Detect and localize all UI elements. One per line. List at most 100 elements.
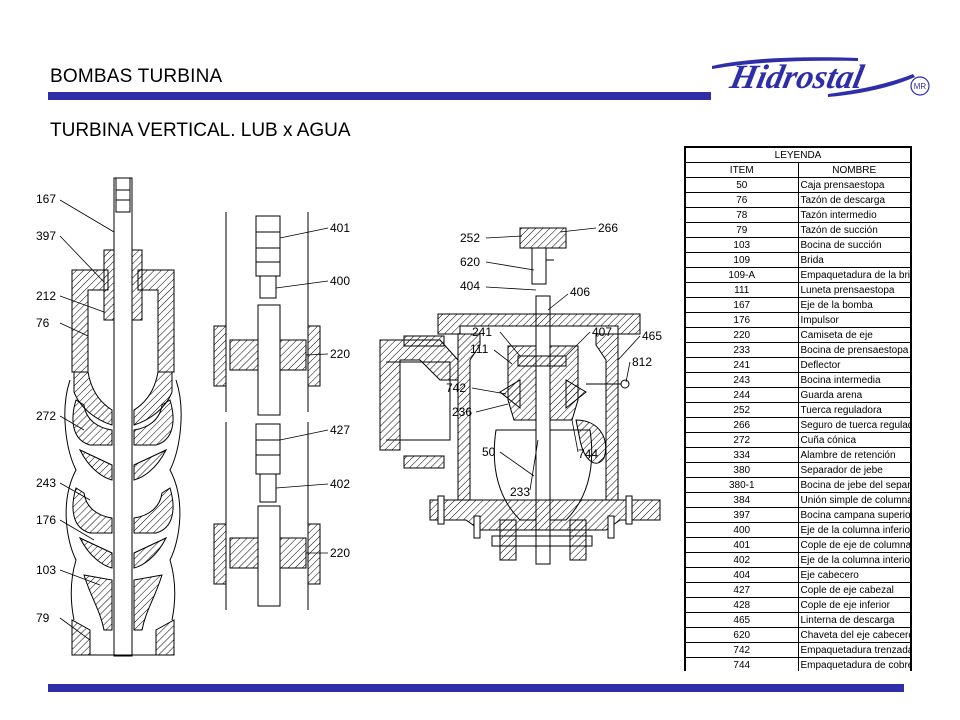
legend-item-name: Bocina de prensaestopa	[797, 342, 911, 358]
footer-rule	[48, 684, 904, 692]
part-label: 252	[460, 231, 480, 245]
legend-item-number: 109-A	[685, 267, 799, 283]
legend-item-number: 402	[685, 552, 799, 568]
part-label: 220	[330, 347, 350, 361]
legend-item-name: Cople de eje de columna	[797, 537, 911, 553]
part-label: 407	[592, 325, 612, 339]
part-label: 404	[460, 279, 480, 293]
legend-item-name: Eje cabecero	[797, 567, 911, 583]
legend-header-row: ITEM NOMBRE	[685, 162, 911, 178]
legend-item-number: 244	[685, 387, 799, 403]
legend-item-number: 233	[685, 342, 799, 358]
hidrostal-logo: Hidrostal MR	[712, 57, 930, 97]
part-label: 406	[570, 285, 590, 299]
legend-item-name: Tazón de descarga	[797, 192, 911, 208]
legend-item-name: Cople de eje cabezal	[797, 582, 911, 598]
part-label: 50	[482, 445, 496, 459]
legend-item-number: 167	[685, 297, 799, 313]
part-label: 620	[460, 255, 480, 269]
part-label: 401	[330, 221, 350, 235]
discharge-head-drawing	[379, 227, 661, 565]
legend-item-name: Deflector	[797, 357, 911, 373]
trademark-mark: MR	[914, 82, 927, 91]
part-label: 266	[598, 221, 618, 235]
legend-item-name: Caja prensaestopa	[797, 177, 911, 193]
legend-item-number: 76	[685, 192, 799, 208]
legend-item-name: Empaquetadura trenzada	[797, 642, 911, 658]
page-subtitle: TURBINA VERTICAL. LUB x AGUA	[50, 120, 351, 141]
legend-item-name: Tazón intermedio	[797, 207, 911, 223]
legend-item-number: 220	[685, 327, 799, 343]
legend-item-name: Bocina campana superior	[797, 507, 911, 523]
legend-item-name: Tuerca reguladora	[797, 402, 911, 418]
legend-item-name: Bocina de jebe del separador	[797, 477, 911, 493]
legend-item-number: 428	[685, 597, 799, 613]
legend-item-number: 111	[685, 282, 799, 298]
part-label: 400	[330, 274, 350, 288]
legend-item-name: Brida	[797, 252, 911, 268]
legend-item-number: 78	[685, 207, 799, 223]
part-label: 233	[510, 485, 530, 499]
legend-item-number: 243	[685, 372, 799, 388]
part-label: 176	[36, 513, 56, 527]
legend-item-name: Eje de la columna interior	[797, 552, 911, 568]
legend-item-number: 241	[685, 357, 799, 373]
right-part-labels: 252 266 620 404 406 241 407 465 111 812 …	[446, 221, 662, 499]
legend-item-name: Cuña cónica	[797, 432, 911, 448]
legend-item-name: Empaquetadura de cobre	[797, 657, 911, 671]
legend-item-name: Unión simple de columna exterior	[797, 492, 911, 508]
legend-item-name: Cople de eje inferior	[797, 597, 911, 613]
part-label: 236	[452, 405, 472, 419]
legend-item-name: Eje de la bomba	[797, 297, 911, 313]
part-label: 241	[472, 325, 492, 339]
legend-item-number: 109	[685, 252, 799, 268]
legend-title-row: LEYENDA	[685, 147, 911, 163]
middle-part-labels: 401 400 220 427 402 220	[330, 221, 350, 560]
legend-item-name: Tazón de succión	[797, 222, 911, 238]
legend-item-number: 103	[685, 237, 799, 253]
legend-item-name: Empaquetadura de la brida	[797, 267, 911, 283]
legend-item-number: 272	[685, 432, 799, 448]
part-label: 220	[330, 546, 350, 560]
legend-item-number: 465	[685, 612, 799, 628]
right-leader-lines	[471, 227, 641, 491]
middle-leader-lines	[275, 227, 329, 554]
legend-item-number: 620	[685, 627, 799, 643]
legend-item-name: Linterna de descarga	[797, 612, 911, 628]
trademark-circle	[910, 76, 930, 96]
legend-item-name: Bocina de succión	[797, 237, 911, 253]
legend-item-name: Seguro de tuerca reguladora	[797, 417, 911, 433]
legend-item-number: 397	[685, 507, 799, 523]
column-coupling-drawing	[213, 212, 321, 610]
legend-item-number: 334	[685, 447, 799, 463]
logo-swoosh	[712, 57, 915, 97]
legend-item-number: 266	[685, 417, 799, 433]
legend-item-number: 384	[685, 492, 799, 508]
legend-title: LEYENDA	[685, 147, 911, 163]
legend-item-number: 79	[685, 222, 799, 238]
part-label: 212	[36, 289, 56, 303]
part-label: 79	[36, 611, 50, 625]
